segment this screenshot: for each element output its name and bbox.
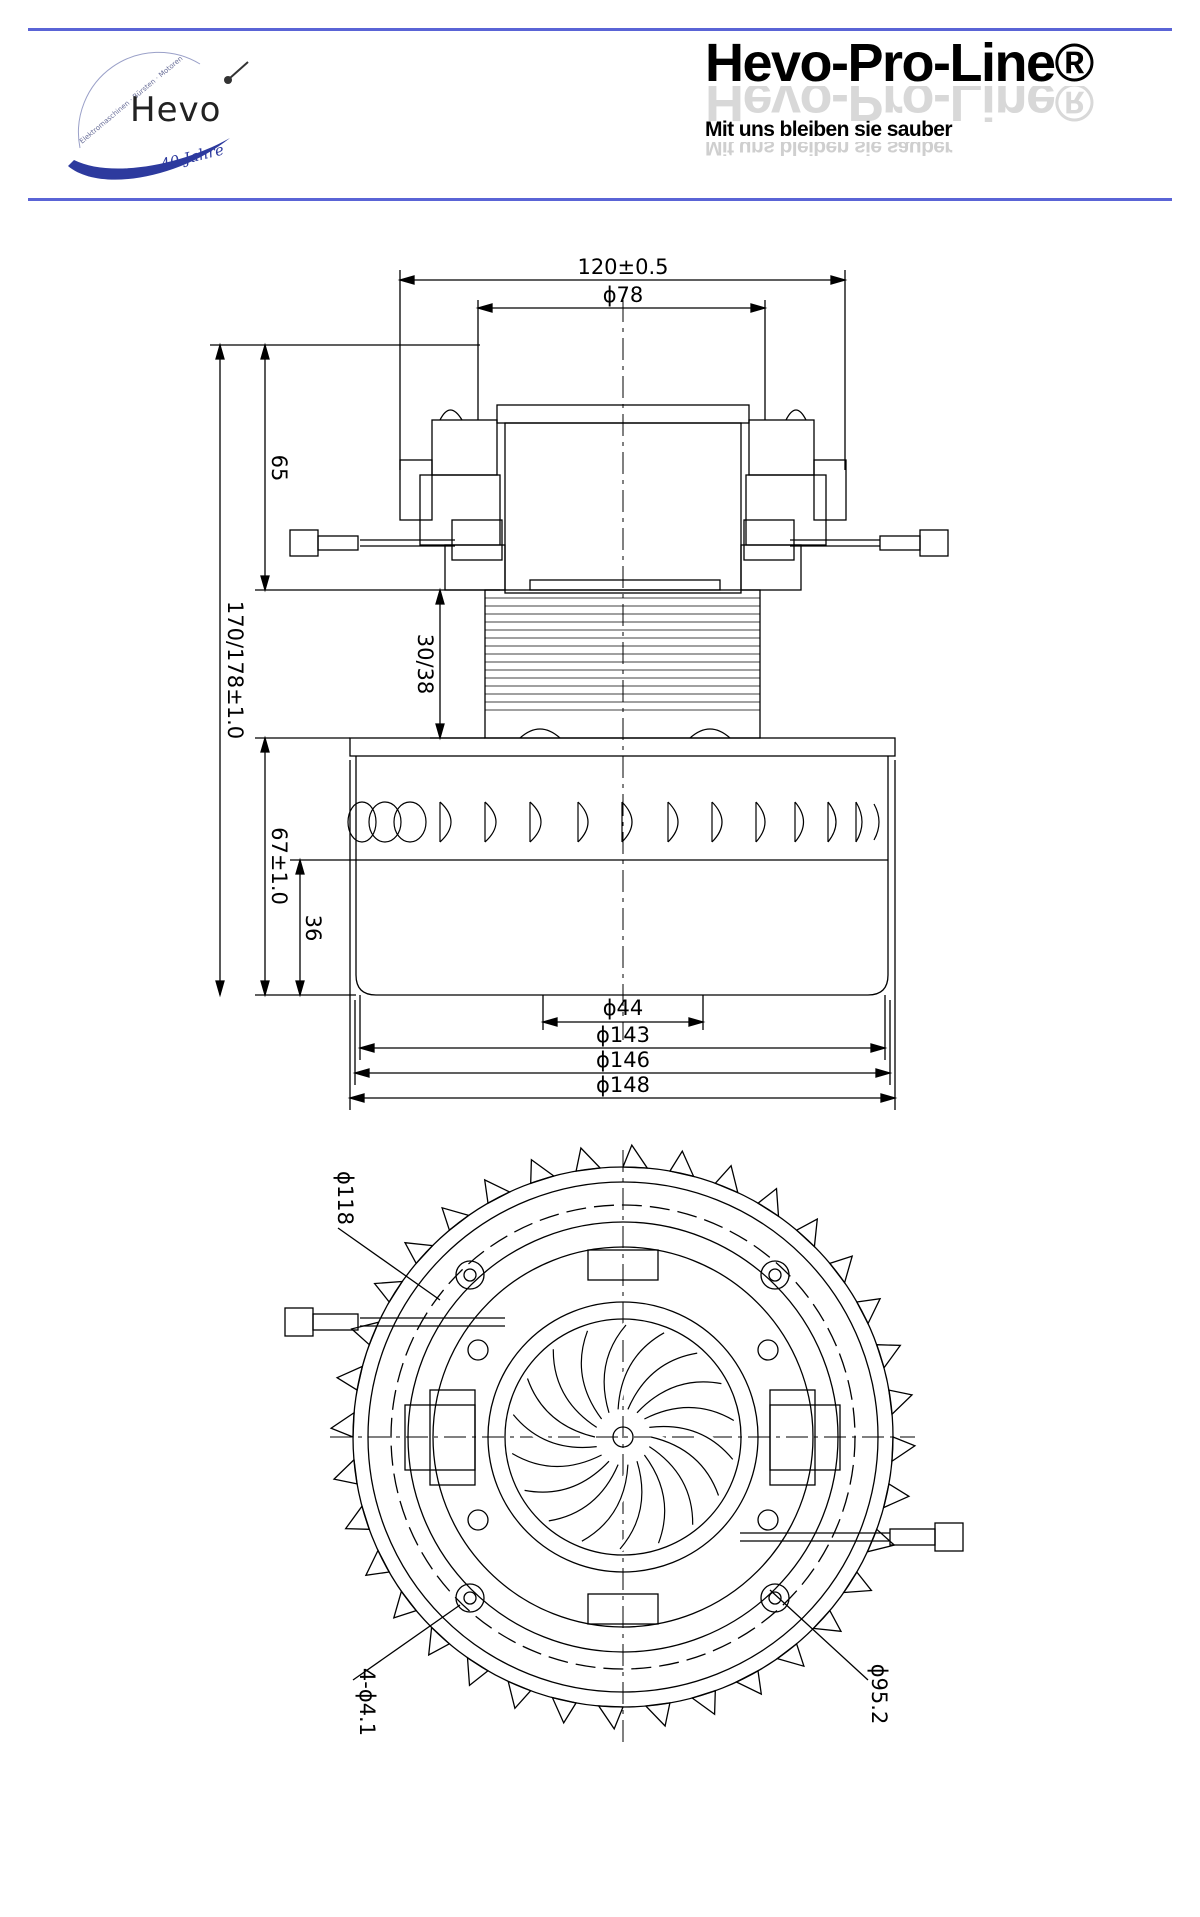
hevo-logo: Elektromaschinen · Bürsten · Motoren Hev… xyxy=(60,48,260,188)
logo-name: Hevo xyxy=(130,90,222,130)
dim-d143: ϕ143 xyxy=(596,1023,650,1047)
impeller-vane xyxy=(643,1454,666,1544)
impeller-vane xyxy=(648,1446,694,1525)
fan-tooth xyxy=(644,1702,671,1728)
fan-tooth xyxy=(364,1548,391,1577)
fan-tooth xyxy=(332,1458,358,1485)
fan-tooth xyxy=(597,1705,624,1731)
fan-tooth xyxy=(875,1344,902,1370)
brand-block: Hevo-Pro-Line® Hevo-Pro-Line® Mit uns bl… xyxy=(705,34,1165,156)
impeller-vane xyxy=(627,1352,698,1410)
fan-tooth xyxy=(668,1149,695,1178)
fan-tooth xyxy=(441,1206,471,1232)
dim-overall-width: 120±0.5 xyxy=(577,255,668,279)
impeller-vane xyxy=(552,1349,598,1428)
header-bottom-rule xyxy=(28,198,1172,201)
dim-d118: ϕ118 xyxy=(333,1171,357,1225)
fan-tooth xyxy=(403,1241,434,1265)
fan-tooth xyxy=(888,1389,914,1416)
fan-tooth xyxy=(530,1158,556,1185)
impeller-vanes xyxy=(510,1322,736,1552)
dim-stator-height: 30/38 xyxy=(413,634,437,695)
fan-tooth xyxy=(828,1255,854,1285)
impeller-vane xyxy=(619,1461,643,1550)
fan-tooth xyxy=(344,1504,371,1530)
dim-inlet-diameter: ϕ44 xyxy=(603,996,644,1020)
impeller-vane xyxy=(636,1381,722,1414)
fan-tooth xyxy=(812,1609,843,1633)
impeller-vane xyxy=(524,1460,610,1493)
impeller-vane xyxy=(580,1330,603,1420)
fan-tooth xyxy=(329,1411,355,1438)
fan-tooth xyxy=(335,1365,364,1392)
dim-top-height: 65 xyxy=(267,455,291,482)
logo-swoosh-icon: Elektromaschinen · Bürsten · Motoren xyxy=(68,51,249,180)
fan-tooth xyxy=(882,1482,911,1509)
fan-tooth xyxy=(483,1178,512,1205)
impeller-vane xyxy=(644,1406,735,1422)
fan-tooth xyxy=(775,1642,805,1668)
impeller-vane-fill xyxy=(549,1349,599,1431)
fan-tooth xyxy=(373,1280,404,1304)
impeller-vane-fill xyxy=(647,1443,697,1525)
brand-slogan: Mit uns bleiben sie sauber xyxy=(705,118,953,141)
impeller-vane xyxy=(649,1426,734,1460)
impeller-vane xyxy=(617,1332,665,1410)
impeller-vane xyxy=(650,1436,720,1496)
impeller-vane-fill xyxy=(641,1452,669,1545)
fan-tooth xyxy=(622,1143,649,1169)
header-top-rule xyxy=(28,28,1172,31)
dim-total-height: 170/178±1.0 xyxy=(223,601,247,739)
fan-tooth xyxy=(575,1146,602,1172)
impeller-vane xyxy=(511,1452,602,1468)
impeller-vane xyxy=(512,1414,597,1448)
fan-tooth xyxy=(507,1680,532,1710)
fan-tooth xyxy=(756,1187,780,1218)
brand-title: Hevo-Pro-Line® xyxy=(705,33,1094,93)
fan-tooth xyxy=(690,1689,716,1716)
fan-teeth xyxy=(329,1143,917,1731)
fan-tooth xyxy=(466,1656,490,1687)
fan-tooth xyxy=(551,1696,578,1725)
dim-d95: ϕ95.2 xyxy=(867,1664,891,1725)
fan-tooth xyxy=(392,1589,418,1619)
fan-tooth xyxy=(734,1669,763,1696)
impeller-vane xyxy=(548,1464,619,1522)
dim-base-height: 36 xyxy=(301,915,325,942)
dim-d148: ϕ148 xyxy=(596,1073,650,1097)
dim-d146: ϕ146 xyxy=(596,1048,650,1072)
fan-tooth xyxy=(891,1436,917,1463)
fan-tooth xyxy=(795,1217,819,1248)
fan-tooth xyxy=(427,1626,451,1657)
dim-shaft-diameter: ϕ78 xyxy=(603,283,644,307)
impeller-vane xyxy=(603,1324,627,1413)
fan-tooth xyxy=(842,1570,873,1594)
fan-tooth xyxy=(855,1297,882,1326)
impeller-vane xyxy=(526,1378,596,1438)
fan-tooth xyxy=(714,1164,739,1194)
impeller-vane xyxy=(581,1464,629,1542)
dim-holes: 4-ϕ4.1 xyxy=(355,1668,379,1736)
dim-fan-height: 67±1.0 xyxy=(267,827,291,905)
impeller-vane-fill xyxy=(577,1329,605,1422)
